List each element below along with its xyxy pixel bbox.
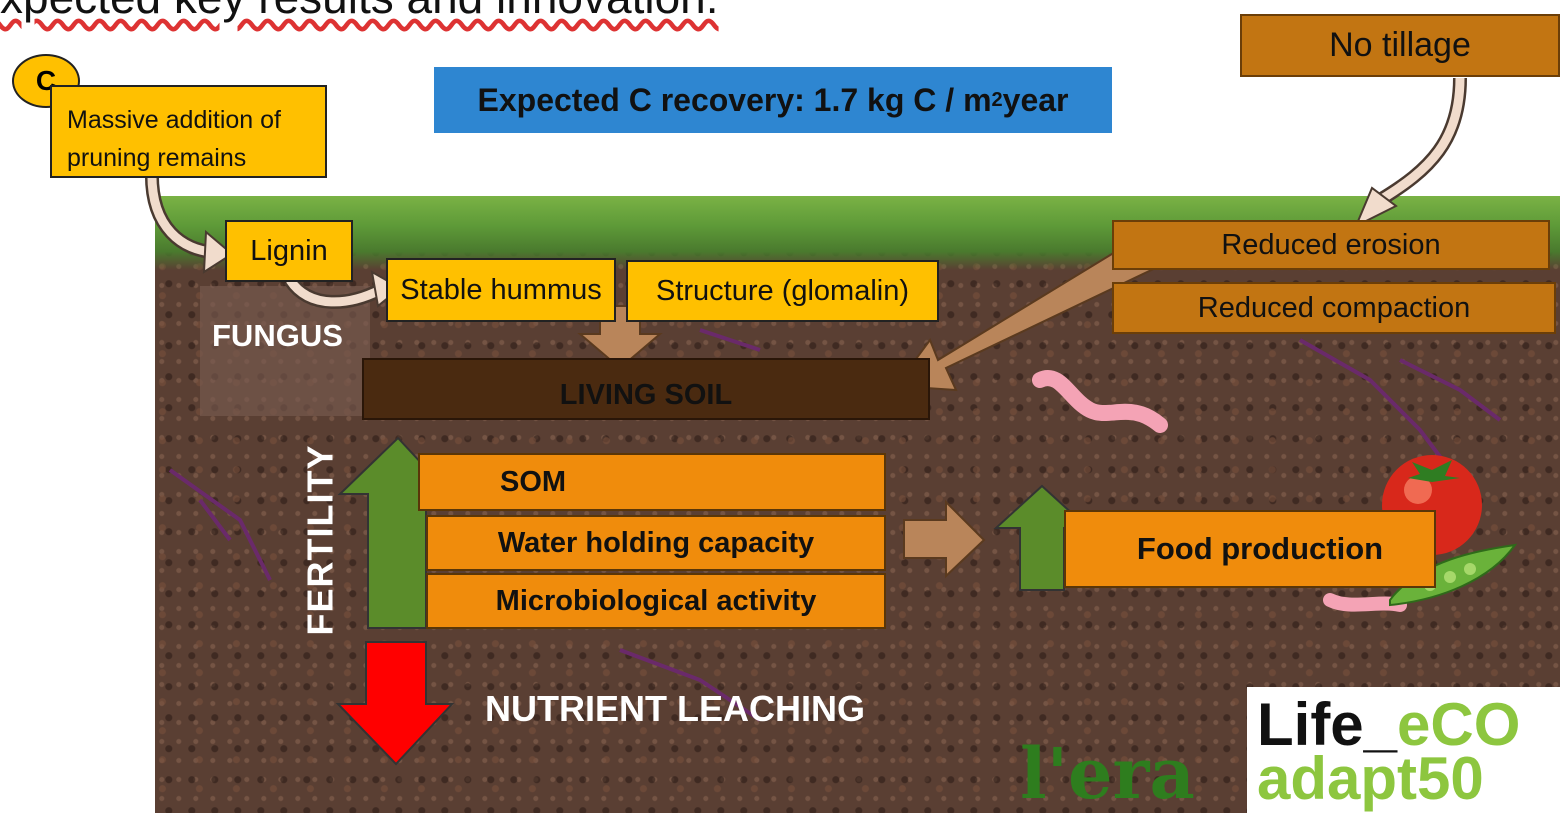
root-lines [168,328,1502,722]
fertility-label: FERTILITY [270,440,370,640]
reduced-erosion-box: Reduced erosion [1112,220,1550,270]
recovery-suffix: year [1002,81,1069,118]
life-ecoadapt50-logo: Life_eCO adapt50 [1247,687,1560,813]
pruning-remains-box: Massive addition of pruning remains [50,85,327,178]
living-soil-box: LIVING SOIL [362,358,930,420]
logo-part3: adapt50 [1257,745,1484,812]
logo-part1: Life_ [1257,691,1398,758]
reduced-compaction-box: Reduced compaction [1112,282,1556,334]
recovery-prefix: Expected C recovery: 1.7 kg C / m [477,81,992,118]
structure-glomalin-box: Structure (glomalin) [626,260,939,322]
lera-logo: l'era [1020,732,1195,815]
nutrient-down-arrow [335,641,455,766]
fertility-text: FERTILITY [299,444,340,636]
stable-humus-box: Stable hummus [386,258,616,322]
no-tillage-box: No tillage [1240,14,1560,77]
microbiological-box: Microbiological activity [426,573,886,629]
recovery-sup: 2 [991,88,1003,111]
worm-top [1032,370,1168,433]
slide-heading: xpected key results and innovation: [0,0,719,24]
som-box: SOM [418,453,886,511]
water-holding-box: Water holding capacity [426,515,886,571]
fertility-to-food-arrow [903,499,986,579]
nutrient-leaching-label: NUTRIENT LEACHING [485,688,865,729]
lignin-box: Lignin [225,220,353,282]
logo-part2: eCO [1397,691,1521,758]
food-production-box: Food production [1064,510,1436,588]
fungus-label: FUNGUS [212,318,343,353]
